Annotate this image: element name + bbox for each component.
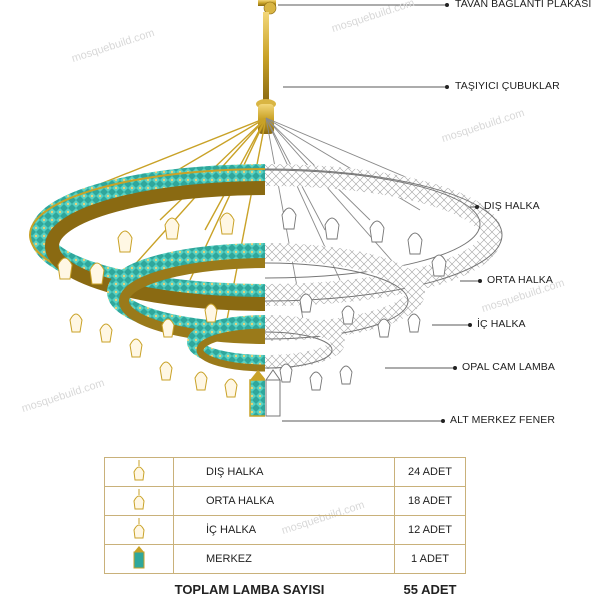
table-row: İÇ HALKA 12 ADET: [104, 515, 466, 545]
pendant-lamp-icon: [133, 488, 145, 509]
table-row: ORTA HALKA 18 ADET: [104, 486, 466, 516]
line-art-half: [265, 117, 503, 417]
row-name: ORTA HALKA: [173, 486, 395, 516]
callout-middle-ring: ORTA HALKA: [487, 274, 553, 286]
pendant-lamp-icon: [133, 459, 145, 480]
callout-leaders: [278, 4, 480, 422]
callout-ceiling-plate: TAVAN BAĞLANTI PLAKASI: [455, 0, 592, 10]
pendant-lamp-icon: [133, 517, 145, 538]
callout-outer-ring: DIŞ HALKA: [484, 200, 540, 212]
row-name: DIŞ HALKA: [173, 457, 395, 487]
callout-opal-lamp: OPAL CAM LAMBA: [462, 361, 556, 373]
support-stem: [256, 12, 276, 134]
table-row: DIŞ HALKA 24 ADET: [104, 457, 466, 487]
callout-support-rods: TAŞIYICI ÇUBUKLAR: [455, 80, 560, 92]
total-row: TOPLAM LAMBA SAYISI 55 ADET: [105, 574, 466, 605]
total-count: 55 ADET: [403, 581, 457, 597]
callout-center-lantern: ALT MERKEZ FENER: [450, 414, 556, 426]
row-count: 12 ADET: [394, 515, 466, 545]
table-row: MERKEZ 1 ADET: [104, 544, 466, 574]
colored-half: [29, 117, 265, 417]
ceiling-plate: [258, 0, 277, 15]
callout-dots: [441, 3, 482, 423]
lamp-count-table: DIŞ HALKA 24 ADET ORTA HALKA 18 ADET İÇ …: [104, 457, 466, 604]
callout-inner-ring: İÇ HALKA: [477, 318, 526, 330]
total-label: TOPLAM LAMBA SAYISI: [174, 581, 325, 597]
row-count: 24 ADET: [394, 457, 466, 487]
row-name: İÇ HALKA: [173, 515, 395, 545]
lantern-icon: [133, 545, 145, 568]
row-count: 1 ADET: [394, 544, 466, 574]
row-name: MERKEZ: [173, 544, 395, 574]
row-count: 18 ADET: [394, 486, 466, 516]
